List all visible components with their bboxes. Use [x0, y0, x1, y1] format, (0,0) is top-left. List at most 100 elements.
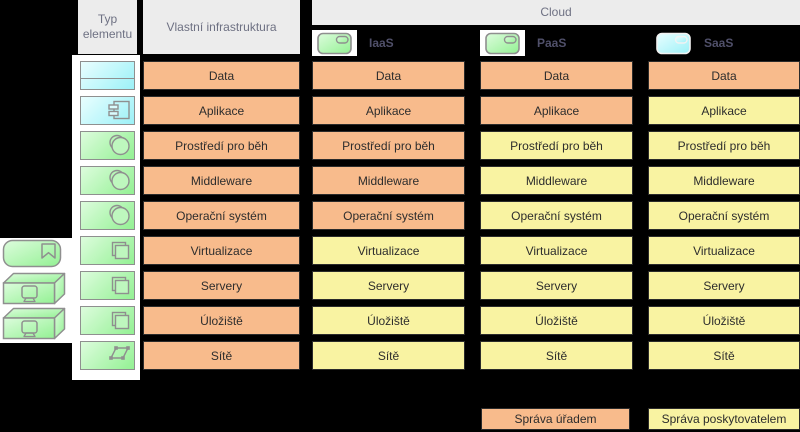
data-object-icon[interactable]: [80, 61, 135, 90]
layer-cell-label: Servery: [535, 278, 578, 293]
layer-cell-label: Data: [208, 68, 235, 83]
element-type-header[interactable]: Typ elementu: [78, 0, 137, 54]
layer-cell-own-infrastructure-2[interactable]: Prostředí pro běh: [143, 131, 300, 160]
system-software-icon: [109, 204, 130, 226]
layer-cell-label: Aplikace: [533, 103, 580, 118]
layer-cell-paas-3[interactable]: Middleware: [480, 166, 633, 195]
layer-cell-saas-0[interactable]: Data: [648, 61, 800, 90]
layer-cell-own-infrastructure-7[interactable]: Úložiště: [143, 306, 300, 335]
layer-cell-saas-4[interactable]: Operační systém: [648, 201, 800, 230]
layer-cell-label: Prostředí pro běh: [677, 138, 771, 153]
layer-cell-label: Úložiště: [200, 313, 243, 328]
layer-cell-own-infrastructure-8[interactable]: Sítě: [143, 341, 300, 370]
system-software-icon[interactable]: [80, 166, 135, 195]
network-icon[interactable]: [80, 341, 135, 370]
layer-cell-own-infrastructure-3[interactable]: Middleware: [143, 166, 300, 195]
layer-cell-iaas-1[interactable]: Aplikace: [312, 96, 465, 125]
system-software-icon[interactable]: [80, 131, 135, 160]
device-3d-icon[interactable]: [2, 307, 66, 340]
layer-cell-paas-6[interactable]: Servery: [480, 271, 633, 300]
layer-cell-label: Operační systém: [176, 208, 267, 223]
layer-cell-label: Middleware: [525, 173, 588, 188]
system-software-icon: [109, 169, 130, 191]
layer-cell-saas-3[interactable]: Middleware: [648, 166, 800, 195]
layer-cell-iaas-2[interactable]: Prostředí pro běh: [312, 131, 465, 160]
node-icon: [111, 241, 130, 260]
rounded-node-bookmark-icon[interactable]: [2, 239, 62, 268]
layer-cell-label: Operační systém: [678, 208, 770, 223]
layer-cell-saas-2[interactable]: Prostředí pro běh: [648, 131, 800, 160]
cloud-column-header-paas: PaaS: [480, 30, 630, 56]
layer-cell-paas-8[interactable]: Sítě: [480, 341, 633, 370]
layer-cell-label: Aplikace: [198, 103, 245, 118]
layer-cell-paas-1[interactable]: Aplikace: [480, 96, 633, 125]
layer-cell-own-infrastructure-5[interactable]: Virtualizace: [143, 236, 300, 265]
layer-cell-iaas-7[interactable]: Úložiště: [312, 306, 465, 335]
cloud-header[interactable]: Cloud: [312, 0, 800, 25]
layer-cell-label: Prostředí pro běh: [510, 138, 603, 153]
system-software-icon[interactable]: [80, 201, 135, 230]
layer-cell-label: Úložiště: [535, 313, 578, 328]
layer-cell-saas-8[interactable]: Sítě: [648, 341, 800, 370]
layer-cell-label: Operační systém: [511, 208, 602, 223]
node-rounded-icon: [316, 32, 352, 54]
layer-cell-own-infrastructure-1[interactable]: Aplikace: [143, 96, 300, 125]
layer-cell-paas-2[interactable]: Prostředí pro běh: [480, 131, 633, 160]
bookmark-icon: [41, 243, 56, 259]
node-icon[interactable]: [80, 236, 135, 265]
cloud-column-header-saas: SaaS: [648, 30, 798, 56]
layer-cell-saas-7[interactable]: Úložiště: [648, 306, 800, 335]
node-icon[interactable]: [80, 271, 135, 300]
layer-cell-paas-4[interactable]: Operační systém: [480, 201, 633, 230]
application-component-icon: [108, 100, 130, 120]
layer-cell-iaas-6[interactable]: Servery: [312, 271, 465, 300]
layer-cell-label: Sítě: [545, 348, 568, 363]
layer-cell-own-infrastructure-6[interactable]: Servery: [143, 271, 300, 300]
layer-cell-iaas-3[interactable]: Middleware: [312, 166, 465, 195]
layer-cell-label: Servery: [367, 278, 410, 293]
layer-cell-iaas-5[interactable]: Virtualizace: [312, 236, 465, 265]
layer-cell-paas-5[interactable]: Virtualizace: [480, 236, 633, 265]
cloud-node-shape-saas[interactable]: [656, 32, 692, 55]
layer-cell-label: Virtualizace: [357, 243, 420, 258]
layer-cell-own-infrastructure-0[interactable]: Data: [143, 61, 300, 90]
layer-cell-label: Operační systém: [343, 208, 434, 223]
layer-cell-label: Prostředí pro běh: [175, 138, 268, 153]
application-component-icon[interactable]: [80, 96, 135, 125]
layer-cell-label: Servery: [200, 278, 243, 293]
device-3d-icon[interactable]: [2, 272, 66, 305]
node-icon[interactable]: [80, 306, 135, 335]
layer-cell-saas-1[interactable]: Aplikace: [648, 96, 800, 125]
layer-cell-label: Sítě: [713, 348, 735, 363]
layer-cell-label: Data: [375, 68, 402, 83]
cloud-node-shape-iaas[interactable]: [312, 30, 357, 56]
column-label-saas: SaaS: [704, 36, 734, 50]
layer-cell-saas-5[interactable]: Virtualizace: [648, 236, 800, 265]
layer-cell-label: Middleware: [357, 173, 420, 188]
network-icon: [109, 346, 130, 360]
layer-cell-paas-0[interactable]: Data: [480, 61, 633, 90]
own-infrastructure-header[interactable]: Vlastní infrastruktura: [143, 0, 300, 54]
layer-cell-label: Virtualizace: [190, 243, 253, 258]
layer-cell-paas-7[interactable]: Úložiště: [480, 306, 633, 335]
cloud-column-header-iaas: IaaS: [312, 30, 462, 56]
data-object-divider: [81, 78, 134, 79]
node-icon: [111, 276, 130, 295]
layer-cell-label: Aplikace: [365, 103, 412, 118]
legend-label: Správa poskytovatelem: [661, 412, 787, 426]
layer-cell-label: Middleware: [693, 173, 755, 188]
node-rounded-icon: [484, 32, 520, 54]
layer-cell-iaas-0[interactable]: Data: [312, 61, 465, 90]
layer-cell-own-infrastructure-4[interactable]: Operační systém: [143, 201, 300, 230]
layer-cell-label: Úložiště: [702, 313, 746, 328]
legend-item-provider[interactable]: Správa poskytovatelem: [648, 408, 800, 430]
layer-cell-iaas-4[interactable]: Operační systém: [312, 201, 465, 230]
layer-cell-iaas-8[interactable]: Sítě: [312, 341, 465, 370]
layer-cell-saas-6[interactable]: Servery: [648, 271, 800, 300]
legend-item-agency[interactable]: Správa úřadem: [481, 408, 630, 430]
layer-cell-label: Sítě: [210, 348, 233, 363]
layer-cell-label: Data: [711, 68, 737, 83]
cloud-node-shape-paas[interactable]: [480, 30, 525, 56]
layer-cell-label: Prostředí pro běh: [342, 138, 435, 153]
